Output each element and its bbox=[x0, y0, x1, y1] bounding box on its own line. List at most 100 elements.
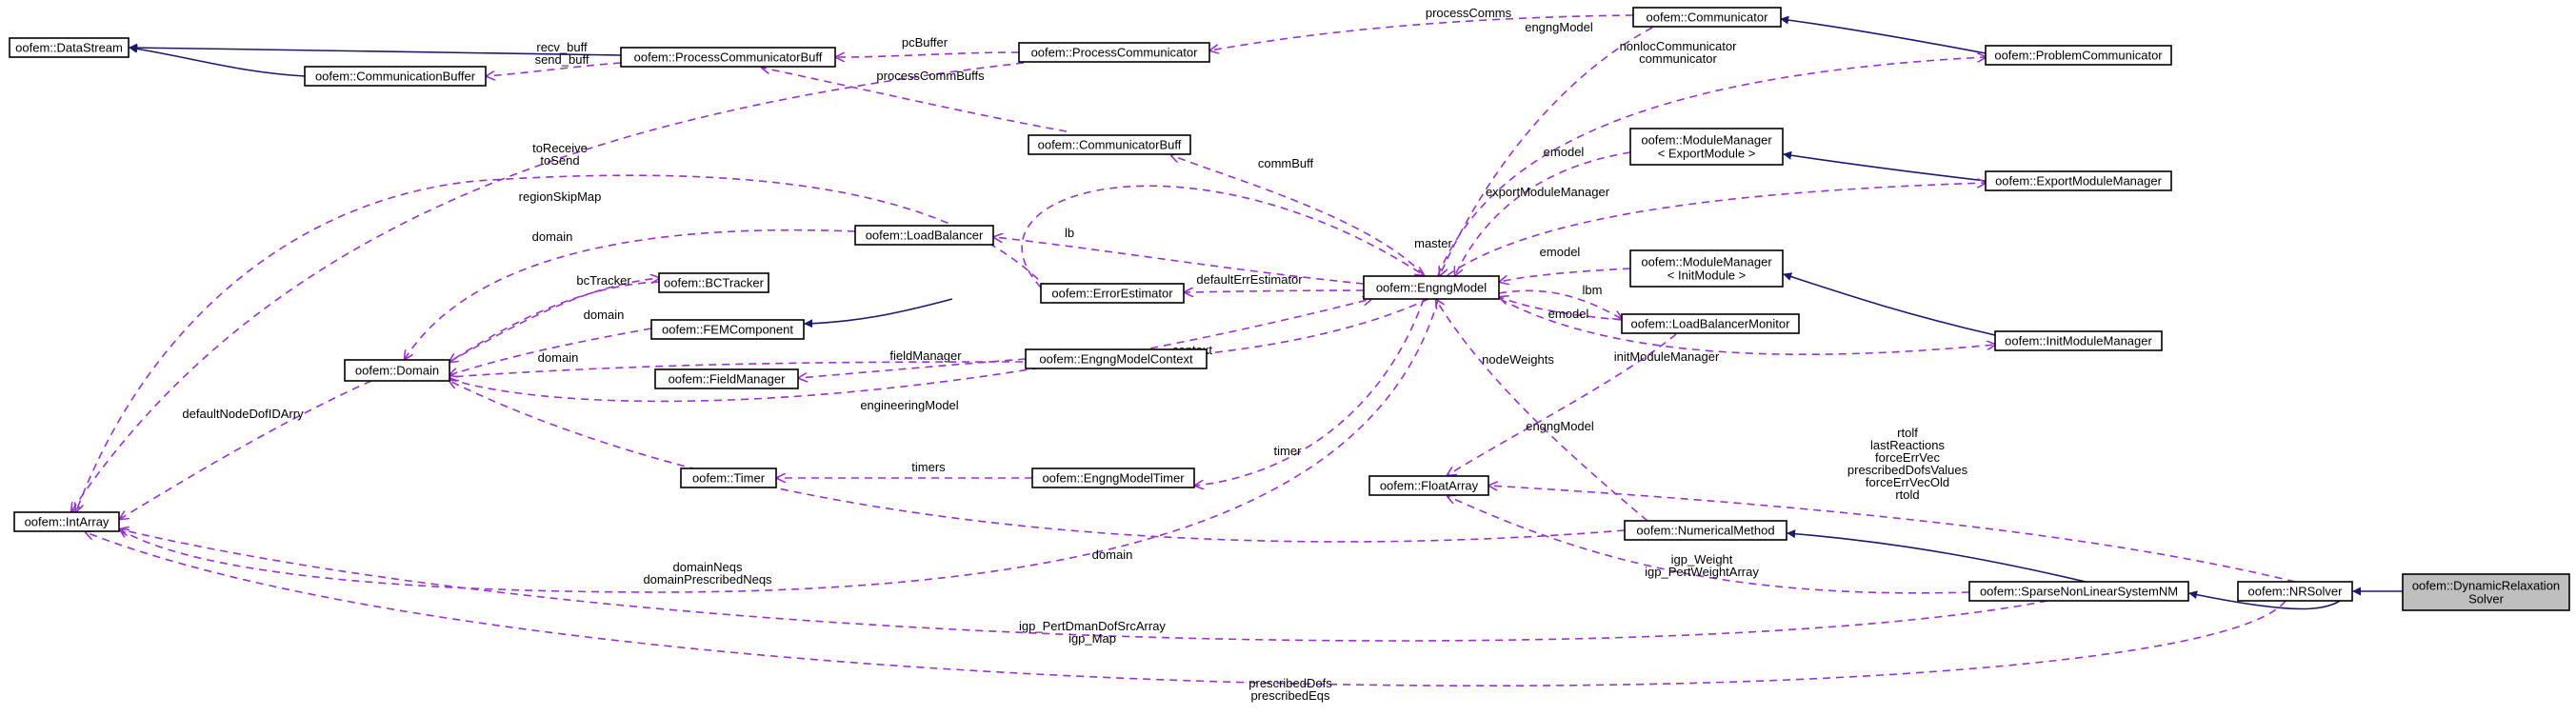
usage-edge-module-manager-export-to-engng-model bbox=[1455, 151, 1631, 275]
class-node-box bbox=[9, 37, 130, 58]
edge-label: nodeWeights bbox=[1482, 352, 1554, 367]
usage-edge-engng-model-to-load-balancer bbox=[994, 237, 1365, 285]
edge-label-line: timer bbox=[1274, 444, 1303, 458]
edge-label: domain bbox=[1092, 547, 1133, 562]
edge-label: domain bbox=[584, 308, 625, 322]
class-node-label: oofem::Timer bbox=[692, 471, 766, 486]
class-node-box bbox=[13, 511, 120, 532]
usage-edge-domain-to-int-array bbox=[120, 380, 372, 519]
class-node-field-manager[interactable]: oofem::FieldManager bbox=[654, 368, 799, 389]
class-node-error-estimator[interactable]: oofem::ErrorEstimator bbox=[1040, 283, 1185, 304]
class-node-engng-model-timer[interactable]: oofem::EngngModelTimer bbox=[1031, 467, 1195, 488]
usage-edge-process-communicator-buff-to-communication-buffer bbox=[487, 62, 622, 76]
usage-edge-process-communicator-to-int-array bbox=[71, 62, 1025, 511]
usage-edge-sparse-non-linear-system-nm-to-int-array bbox=[120, 529, 2048, 642]
class-node-process-communicator[interactable]: oofem::ProcessCommunicator bbox=[1018, 42, 1210, 63]
class-node-load-balancer[interactable]: oofem::LoadBalancer bbox=[854, 225, 994, 246]
class-node-module-manager-export[interactable]: oofem::ModuleManager< ExportModule > bbox=[1629, 128, 1784, 166]
class-node-data-stream[interactable]: oofem::DataStream bbox=[9, 37, 130, 58]
class-node-box bbox=[1031, 467, 1195, 488]
class-node-box bbox=[854, 225, 994, 246]
class-node-numerical-method[interactable]: oofem::NumericalMethod bbox=[1624, 520, 1787, 541]
class-node-process-communicator-buff[interactable]: oofem::ProcessCommunicatorBuff bbox=[620, 47, 836, 68]
class-node-engng-model[interactable]: oofem::EngngModel bbox=[1363, 275, 1500, 300]
class-node-problem-communicator[interactable]: oofem::ProblemCommunicator bbox=[1985, 45, 2172, 66]
class-node-box bbox=[1368, 475, 1489, 496]
class-node-timer[interactable]: oofem::Timer bbox=[680, 467, 777, 488]
edge-label-line: igp_Map bbox=[1068, 631, 1116, 646]
edge-label-line: emodel bbox=[1540, 245, 1581, 259]
edge-label-line: communicator bbox=[1639, 51, 1717, 66]
edge-label-line: domainPrescribedNeqs bbox=[643, 572, 772, 587]
class-node-box bbox=[1985, 170, 2172, 191]
edge-label: initModuleManager bbox=[1614, 349, 1720, 364]
edge-label: emodel bbox=[1540, 245, 1581, 259]
edge-label: bcTracker bbox=[576, 273, 631, 288]
class-node-label: oofem::SparseNonLinearSystemNM bbox=[1980, 585, 2178, 599]
class-node-nrsolver[interactable]: oofem::NRSolver bbox=[2237, 581, 2353, 602]
usage-edge-numerical-method-to-domain bbox=[449, 381, 1626, 543]
edge-label: exportModuleManager bbox=[1486, 185, 1610, 199]
usage-edge-numerical-method-to-engng-model bbox=[1436, 300, 1648, 522]
class-node-module-manager-init[interactable]: oofem::ModuleManager< InitModule > bbox=[1629, 249, 1784, 288]
class-node-label: oofem::FieldManager bbox=[669, 372, 787, 387]
edge-label-line: lastReactions bbox=[1870, 438, 1946, 452]
class-node-box bbox=[680, 467, 777, 488]
class-node-box bbox=[1629, 249, 1784, 288]
edge-label-line: igp_Weight bbox=[1671, 552, 1733, 567]
class-node-label: oofem::DynamicRelaxation bbox=[2412, 579, 2560, 593]
class-node-label: oofem::ProblemCommunicator bbox=[1994, 49, 2163, 63]
class-node-sparse-non-linear-system-nm[interactable]: oofem::SparseNonLinearSystemNM bbox=[1968, 581, 2189, 602]
class-node-label: oofem::FloatArray bbox=[1380, 479, 1479, 493]
edge-label: lbm bbox=[1583, 283, 1603, 297]
edge-label: domain bbox=[532, 229, 573, 244]
class-node-femcomponent[interactable]: oofem::FEMComponent bbox=[650, 319, 805, 340]
class-node-box bbox=[1621, 313, 1800, 334]
class-node-box bbox=[2237, 581, 2353, 602]
class-node-export-module-manager[interactable]: oofem::ExportModuleManager bbox=[1985, 170, 2172, 191]
class-node-label: oofem::ErrorEstimator bbox=[1051, 287, 1173, 301]
class-node-engng-model-context[interactable]: oofem::EngngModelContext bbox=[1025, 348, 1208, 369]
edge-label-line: lbm bbox=[1583, 283, 1603, 297]
edge-label-line: defaultNodeDofIDArry bbox=[182, 407, 304, 421]
edge-label-line: lb bbox=[1065, 226, 1074, 240]
edge-label-line: rtolf bbox=[1897, 426, 1918, 440]
edge-label-line: processCommBuffs bbox=[876, 69, 985, 83]
edge-label-line: regionSkipMap bbox=[519, 189, 602, 204]
class-node-load-balancer-monitor[interactable]: oofem::LoadBalancerMonitor bbox=[1621, 313, 1800, 334]
class-node-label: oofem::IntArray bbox=[25, 515, 110, 529]
edge-label: regionSkipMap bbox=[519, 189, 602, 204]
usage-edge-engng-model-to-problem-communicator bbox=[1437, 57, 1986, 276]
class-node-int-array[interactable]: oofem::IntArray bbox=[13, 511, 120, 532]
class-node-communication-buffer[interactable]: oofem::CommunicationBuffer bbox=[304, 66, 487, 87]
edge-label-line: exportModuleManager bbox=[1486, 185, 1610, 199]
edge-label-line: pcBuffer bbox=[902, 35, 949, 50]
edge-label: defaultErrEstimator bbox=[1196, 272, 1303, 287]
inheritance-edge-problem-communicator-to-communicator bbox=[1780, 15, 1987, 54]
class-node-domain[interactable]: oofem::Domain bbox=[344, 359, 450, 382]
class-node-box bbox=[1624, 520, 1787, 541]
class-node-float-array[interactable]: oofem::FloatArray bbox=[1368, 475, 1489, 496]
edge-label: emodel bbox=[1548, 307, 1589, 321]
class-node-communicator[interactable]: oofem::Communicator bbox=[1632, 7, 1782, 28]
edge-label-line: igp_PertWeightArray bbox=[1645, 565, 1759, 579]
usage-edge-engng-model-to-communicator-buff bbox=[1171, 155, 1425, 276]
class-node-communicator-buff[interactable]: oofem::CommunicatorBuff bbox=[1028, 134, 1191, 155]
inheritance-edge-init-module-manager-to-module-manager-init bbox=[1783, 272, 1996, 336]
edge-label: engineeringModel bbox=[860, 398, 958, 412]
edge-label-line: toReceive bbox=[532, 141, 588, 155]
usage-edge-load-balancer-monitor-to-float-array bbox=[1448, 333, 1677, 475]
class-node-box bbox=[620, 47, 836, 68]
edge-label-line: engineeringModel bbox=[860, 398, 958, 412]
class-node-box bbox=[1994, 330, 2163, 351]
class-node-init-module-manager[interactable]: oofem::InitModuleManager bbox=[1994, 330, 2163, 351]
class-node-bctracker[interactable]: oofem::BCTracker bbox=[658, 272, 769, 293]
class-node-box bbox=[1040, 283, 1185, 304]
